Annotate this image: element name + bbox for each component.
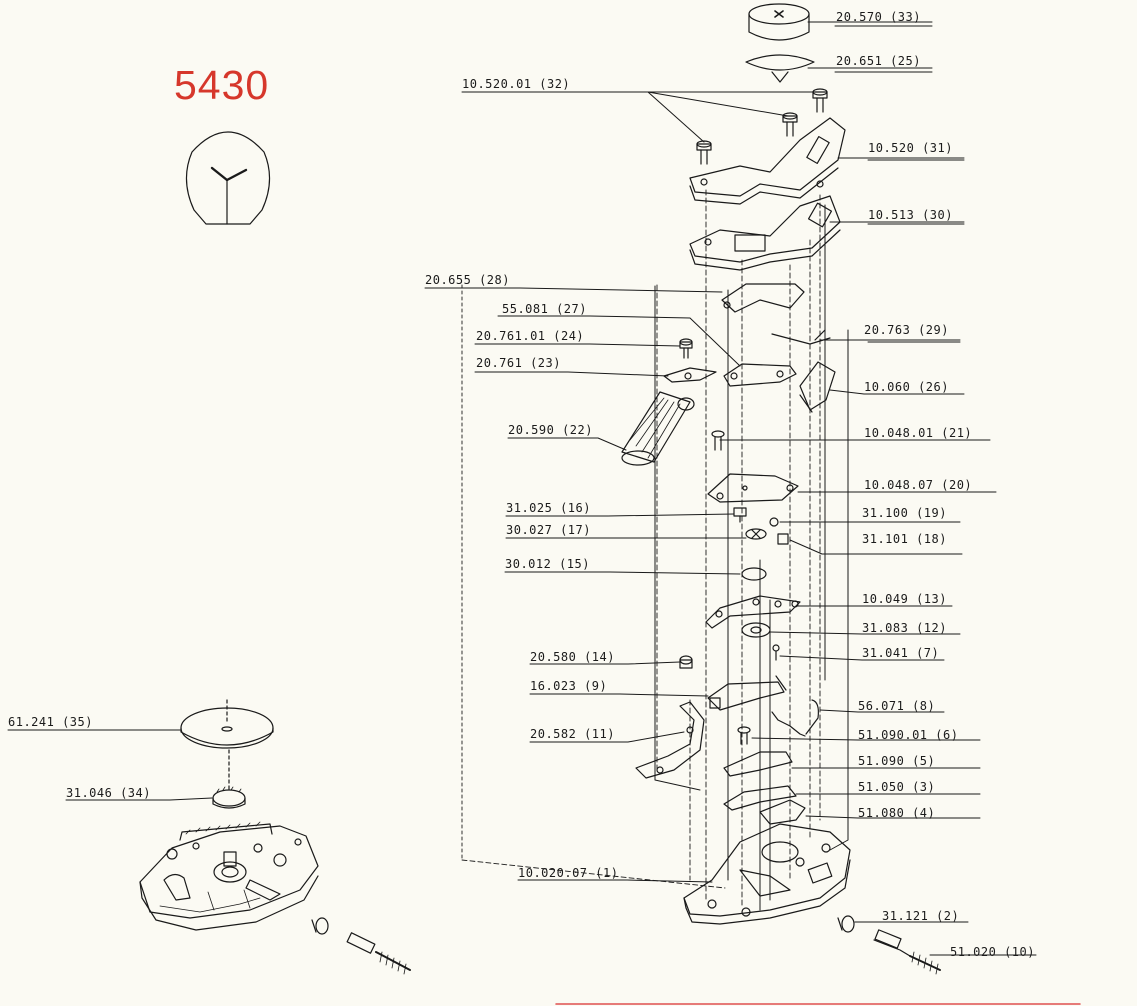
plate-27 xyxy=(723,363,797,387)
assembly-guide-lines xyxy=(461,189,821,906)
spring-29 xyxy=(771,329,831,345)
screw-6 xyxy=(737,726,751,745)
part-label-2: 31.121 (2) xyxy=(882,909,960,923)
wheel-34 xyxy=(212,749,246,809)
bridge-31 xyxy=(689,117,846,205)
plate-30 xyxy=(689,195,841,271)
battery-gasket xyxy=(745,54,815,83)
part-label-13: 10.049 (13) xyxy=(862,592,947,606)
bridge-13 xyxy=(705,595,801,629)
part-label-8: 56.071 (8) xyxy=(858,699,936,713)
part-label-22: 20.590 (22) xyxy=(508,423,593,437)
part-label-5: 51.090 (5) xyxy=(858,754,936,768)
part-label-4: 51.080 (4) xyxy=(858,806,936,820)
part-18 xyxy=(777,533,789,545)
part-4 xyxy=(759,799,806,825)
part-label-10: 51.020 (10) xyxy=(950,945,1035,959)
part-label-9: 16.023 (9) xyxy=(530,679,608,693)
wheel-15 xyxy=(741,567,767,581)
left-stem xyxy=(346,932,411,975)
assembly-frame-lines xyxy=(654,204,849,911)
left-crown xyxy=(311,917,329,935)
part-label-31: 10.520 (31) xyxy=(868,141,953,155)
part-label-29: 20.763 (29) xyxy=(864,323,949,337)
part-label-34: 31.046 (34) xyxy=(66,786,151,800)
screw-21 xyxy=(711,430,725,451)
wheel-12 xyxy=(741,622,771,638)
part-26 xyxy=(799,361,836,413)
part-label-33: 20.570 (33) xyxy=(836,10,921,24)
part-label-6: 51.090.01 (6) xyxy=(858,728,959,742)
part-label-12: 31.083 (12) xyxy=(862,621,947,635)
screws-32 xyxy=(696,88,828,165)
part-label-27: 55.081 (27) xyxy=(502,302,587,316)
main-plate-1 xyxy=(683,823,851,925)
part-label-23: 20.761 (23) xyxy=(476,356,561,370)
wheel-17 xyxy=(745,528,767,540)
dial-35 xyxy=(180,699,274,749)
pinion-7 xyxy=(772,644,780,661)
part-label-3: 51.050 (3) xyxy=(858,780,936,794)
part-label-35: 61.241 (35) xyxy=(8,715,93,729)
part-label-11: 20.582 (11) xyxy=(530,727,615,741)
part-label-19: 31.100 (19) xyxy=(862,506,947,520)
model-number: 5430 xyxy=(174,62,270,108)
lever-23 xyxy=(663,367,717,383)
watch-face-icon xyxy=(185,131,271,225)
assembled-movement xyxy=(139,821,319,931)
battery-cap xyxy=(748,3,810,41)
part-label-7: 31.041 (7) xyxy=(862,646,940,660)
lever-5 xyxy=(723,751,793,777)
coil-22 xyxy=(621,391,695,466)
part-label-1: 10.020.07 (1) xyxy=(518,866,619,880)
part-label-25: 20.651 (25) xyxy=(836,54,921,68)
part-label-20: 10.048.07 (20) xyxy=(864,478,973,492)
wheel-16 xyxy=(733,507,747,523)
stem-10 xyxy=(873,929,941,975)
lever-11 xyxy=(635,701,705,779)
part-label-21: 10.048.01 (21) xyxy=(864,426,973,440)
part-label-28: 20.655 (28) xyxy=(425,273,510,287)
leader-lines xyxy=(7,21,1037,956)
part-label-14: 20.580 (14) xyxy=(530,650,615,664)
part-label-15: 30.012 (15) xyxy=(505,557,590,571)
part-label-30: 10.513 (30) xyxy=(868,208,953,222)
part-label-26: 10.060 (26) xyxy=(864,380,949,394)
part-label-16: 31.025 (16) xyxy=(506,501,591,515)
crown-2 xyxy=(837,915,855,933)
part-label-18: 31.101 (18) xyxy=(862,532,947,546)
part-label-32: 10.520.01 (32) xyxy=(462,77,571,91)
plate-28 xyxy=(721,283,805,313)
lever-3 xyxy=(723,785,797,811)
part-label-17: 30.027 (17) xyxy=(506,523,591,537)
part-14 xyxy=(679,655,693,669)
bridge-20 xyxy=(707,473,799,503)
part-label-24: 20.761.01 (24) xyxy=(476,329,585,343)
spring-8 xyxy=(771,699,819,737)
part-19 xyxy=(769,517,779,527)
plate-9 xyxy=(707,675,787,711)
screw-24 xyxy=(679,338,693,359)
